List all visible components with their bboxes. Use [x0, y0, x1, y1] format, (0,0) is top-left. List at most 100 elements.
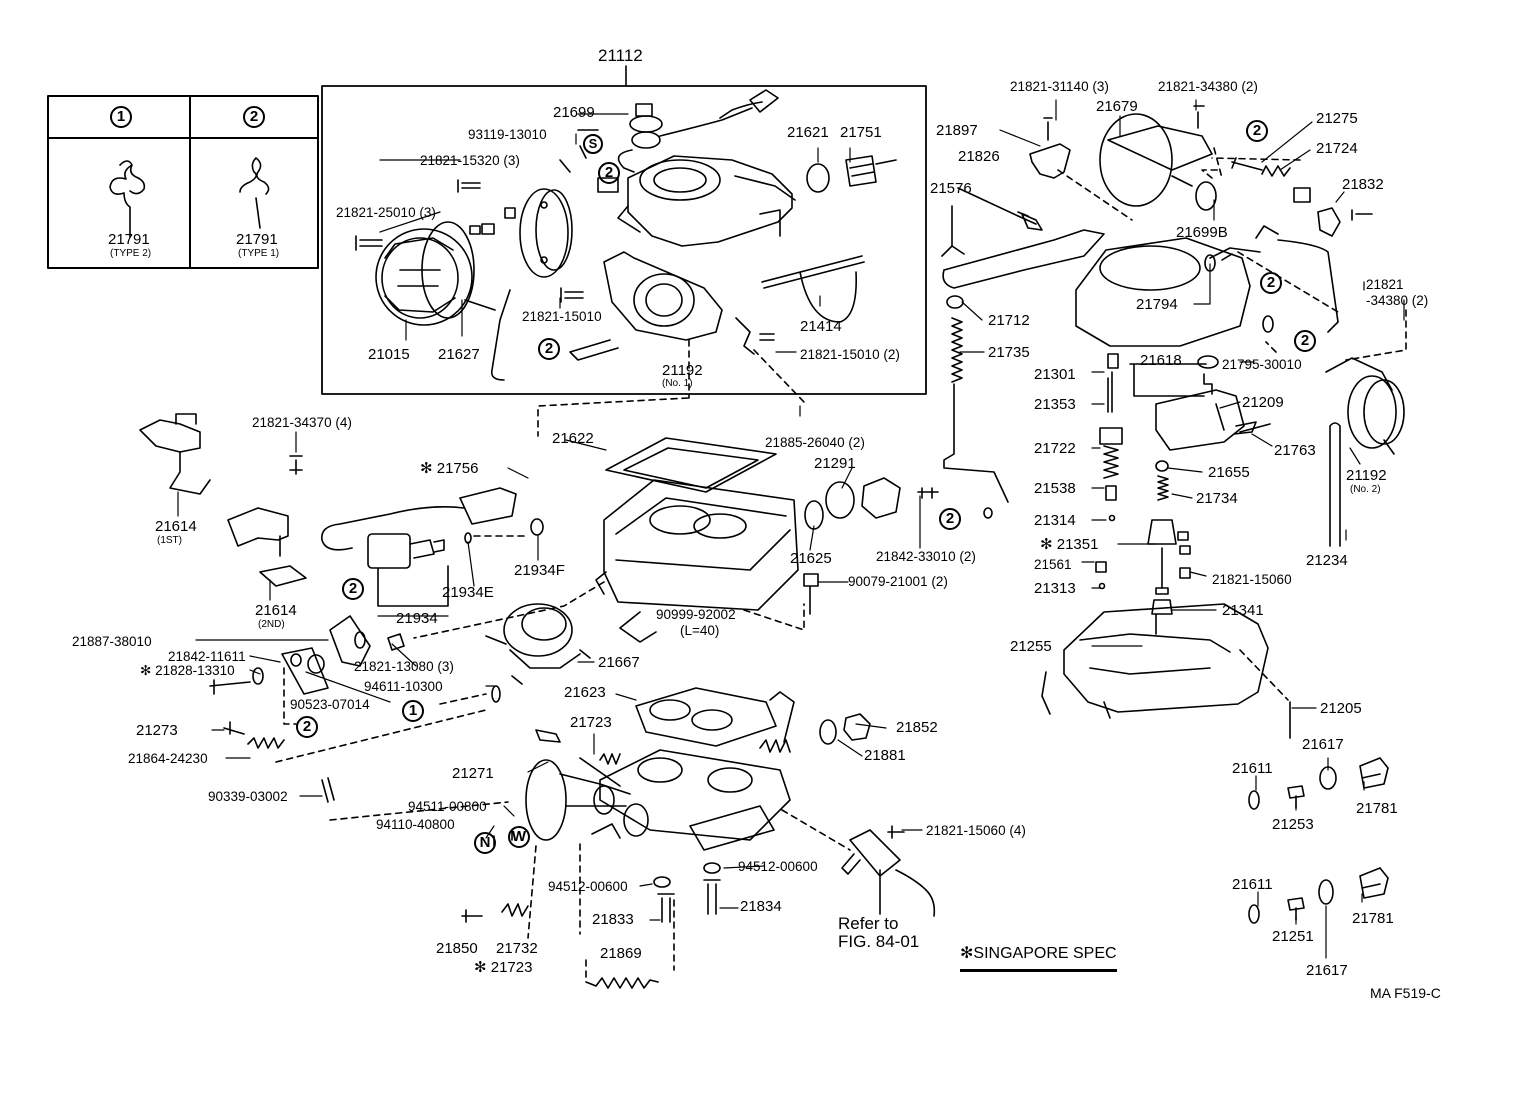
- part-21828-shape: [209, 679, 251, 695]
- label-21561: 21561: [1034, 557, 1072, 572]
- part-21015-shape: [375, 221, 475, 326]
- part-rod-right: [1255, 225, 1339, 333]
- label-21887-38010: 21887-38010: [72, 634, 152, 649]
- label-21934: 21934: [396, 610, 438, 627]
- part-21735-shape: [951, 317, 963, 383]
- label-21614-2nd-sub: (2ND): [258, 619, 285, 630]
- label-21353: 21353: [1034, 396, 1076, 413]
- label-21828-13310: ✻ 21828-13310: [140, 663, 235, 678]
- legend-type1-label: (TYPE 1): [238, 248, 280, 259]
- assembly-box-21112: [321, 85, 927, 395]
- callout-s: S: [583, 134, 603, 154]
- part-21699-shape: [617, 89, 779, 173]
- label-21679: 21679: [1096, 98, 1138, 115]
- part-21864-shape: [247, 737, 285, 749]
- label-21414: 21414: [800, 318, 842, 335]
- label-21712: 21712: [988, 312, 1030, 329]
- label-21291: 21291: [814, 455, 856, 472]
- part-21763-shape: [1239, 423, 1271, 433]
- dashed-leaders-upper: [537, 339, 805, 437]
- label-21351: ✻ 21351: [1040, 536, 1099, 553]
- label-21723-bottom: ✻ 21723: [474, 959, 533, 976]
- label-21821-15060-4: 21821-15060 (4): [926, 823, 1026, 838]
- part-21301-shape: [1107, 353, 1119, 369]
- label-21763: 21763: [1274, 442, 1316, 459]
- screws-shape: [355, 179, 775, 341]
- label-21751: 21751: [840, 124, 882, 141]
- label-21821-31140: 21821-31140 (3): [1010, 79, 1109, 94]
- label-21341: 21341: [1222, 602, 1264, 619]
- label-21667: 21667: [598, 654, 640, 671]
- callout-2-right-top: 2: [1246, 120, 1268, 142]
- part-21897-bracket-shape: [1029, 117, 1071, 179]
- part-21617b-shape: [1318, 879, 1334, 905]
- callout-2-right-mid: 2: [1260, 272, 1282, 294]
- label-21015: 21015: [368, 346, 410, 363]
- part-spring-21722: [1103, 445, 1119, 479]
- part-94611-shape: [491, 685, 501, 703]
- label-21253: 21253: [1272, 816, 1314, 833]
- label-21611-b: 21611: [1232, 876, 1273, 893]
- part-94512-a-shape: [703, 862, 721, 874]
- part-21341-shape: [1151, 599, 1173, 635]
- part-21751-shape: [845, 155, 897, 187]
- label-21275: 21275: [1316, 110, 1358, 127]
- label-21821-25010: 21821-25010 (3): [336, 205, 436, 220]
- label-21313: 21313: [1034, 580, 1076, 597]
- label-21192-no2-sub: (No. 2): [1350, 484, 1381, 495]
- part-21850-shape: [461, 909, 483, 923]
- label-21821-34380-r1: 21821: [1366, 277, 1404, 292]
- label-94110-40800: 94110-40800: [376, 817, 455, 832]
- part-21622-shape: [605, 437, 777, 493]
- callout-n: N: [474, 832, 496, 854]
- legend-header-1: 1: [110, 106, 132, 128]
- label-21301: 21301: [1034, 366, 1076, 383]
- label-94512-00600-b: 94512-00600: [548, 879, 628, 894]
- label-21821-15060: 21821-15060: [1212, 572, 1292, 587]
- part-21834-shape: [703, 879, 721, 915]
- label-21732: 21732: [496, 940, 538, 957]
- label-21821-15010-2: 21821-15010 (2): [800, 347, 900, 362]
- label-21850: 21850: [436, 940, 478, 957]
- part-21255-shape: [1041, 603, 1269, 719]
- label-21618: 21618: [1140, 352, 1182, 369]
- label-21621: 21621: [787, 124, 829, 141]
- part-plate-shape: [861, 477, 901, 519]
- label-21627: 21627: [438, 346, 480, 363]
- label-21934e: 21934E: [442, 584, 494, 601]
- part-21271-shape: [535, 729, 621, 787]
- label-21821-34370: 21821-34370 (4): [252, 415, 352, 430]
- label-21826: 21826: [958, 148, 1000, 165]
- legend-part-type2: 21791: [108, 231, 150, 248]
- label-21255: 21255: [1010, 638, 1052, 655]
- label-21614-2nd: 21614: [255, 602, 297, 619]
- part-21881-shape: [819, 719, 837, 745]
- part-21275-shape: [1231, 157, 1263, 171]
- label-21821-15010: 21821-15010: [522, 309, 602, 324]
- part-21273-shape: [223, 721, 245, 735]
- callout-2-mid: 2: [538, 338, 560, 360]
- part-idle-solenoid-shape: [841, 829, 936, 917]
- label-21842-33010: 21842-33010 (2): [876, 549, 976, 564]
- part-21576-shape: [941, 205, 965, 257]
- part-21734-shape: [1157, 475, 1169, 501]
- callout-2-center: 2: [939, 508, 961, 530]
- label-21735: 21735: [988, 344, 1030, 361]
- label-21192-no2: 21192: [1346, 467, 1387, 484]
- part-21209-shape: [1155, 389, 1257, 451]
- label-21655: 21655: [1208, 464, 1250, 481]
- label-21724: 21724: [1316, 140, 1358, 157]
- part-main-body-shape: [595, 479, 799, 643]
- label-21205: 21205: [1320, 700, 1362, 717]
- part-94512-b-shape: [653, 876, 671, 888]
- singapore-spec-note: ✻SINGAPORE SPEC: [960, 945, 1117, 972]
- part-21614-2nd-shape: [227, 507, 307, 587]
- callout-2-lower-left: 2: [296, 716, 318, 738]
- label-21821-34380-r2: -34380 (2): [1366, 293, 1429, 308]
- label-21722: 21722: [1034, 440, 1076, 457]
- part-21414-shape: [761, 255, 865, 323]
- figure-code: MA F519-C: [1370, 985, 1441, 1001]
- label-90999-sub: (L=40): [680, 623, 720, 638]
- label-21723-top: 21723: [570, 714, 612, 731]
- part-lever-assy-shape: [525, 759, 649, 841]
